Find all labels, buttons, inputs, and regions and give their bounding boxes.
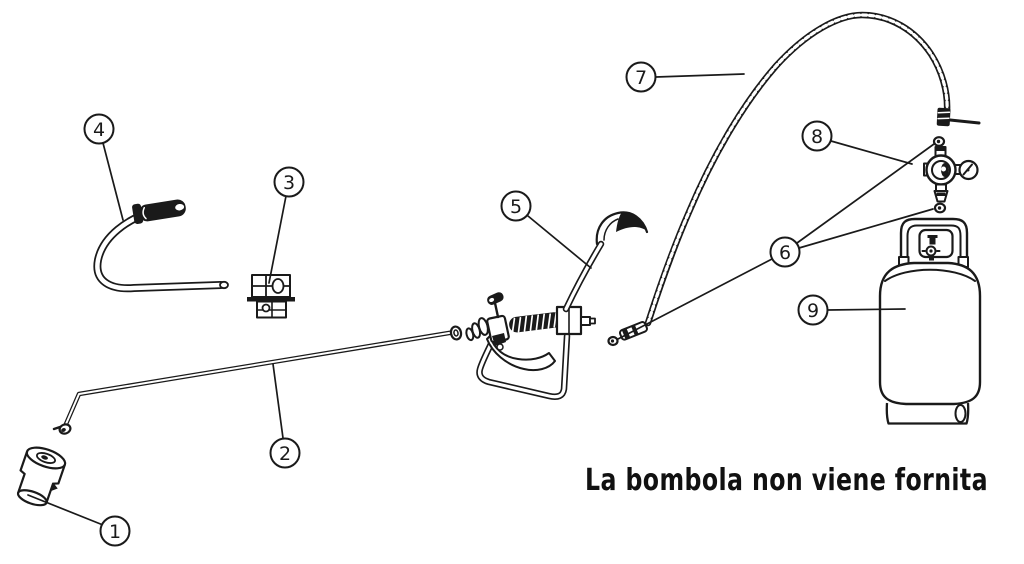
callout-8: 8 [801, 120, 833, 152]
leader-4 [102, 142, 124, 221]
leader-5 [527, 215, 592, 269]
part-5-support-stand [562, 211, 649, 313]
cylinder-valve [921, 235, 941, 261]
callout-8-number: 8 [811, 126, 823, 148]
torch-valve-assembly [465, 292, 596, 400]
callout-1-number: 1 [109, 521, 121, 543]
part-3-mounting-bracket [247, 274, 295, 319]
leader-8 [830, 140, 913, 165]
callout-6: 6 [769, 236, 801, 268]
callout-1: 1 [99, 515, 131, 547]
callout-3-number: 3 [283, 172, 295, 194]
callout-leader-lines [27, 73, 935, 526]
callout-4: 4 [83, 113, 115, 145]
callout-9: 9 [797, 294, 829, 326]
leader-6b [798, 208, 934, 249]
leader-7 [655, 73, 745, 78]
caption-text: La bombola non viene fornita [585, 463, 988, 498]
part-1-burner-nozzle [16, 446, 67, 507]
part-6-seal-washers [607, 136, 947, 347]
callout-4-number: 4 [93, 119, 105, 141]
part-9-gas-cylinder [878, 217, 982, 425]
callout-3: 3 [273, 166, 305, 198]
part-4-handle-grip [93, 199, 229, 293]
leader-1 [27, 494, 104, 526]
leader-2 [272, 363, 284, 439]
callout-5-number: 5 [510, 196, 522, 218]
leader-6c [617, 258, 773, 340]
part-2-lance-tube [52, 325, 463, 435]
callout-2: 2 [269, 437, 301, 469]
callout-9-number: 9 [807, 300, 819, 322]
callout-7-number: 7 [635, 67, 647, 89]
callout-2-number: 2 [279, 443, 291, 465]
leader-3 [268, 195, 287, 284]
callout-7: 7 [625, 61, 657, 93]
leader-9 [827, 308, 906, 311]
callout-5: 5 [500, 190, 532, 222]
part-8-pressure-regulator [923, 146, 979, 203]
callout-6-number: 6 [779, 242, 791, 264]
leader-6a [796, 143, 935, 244]
